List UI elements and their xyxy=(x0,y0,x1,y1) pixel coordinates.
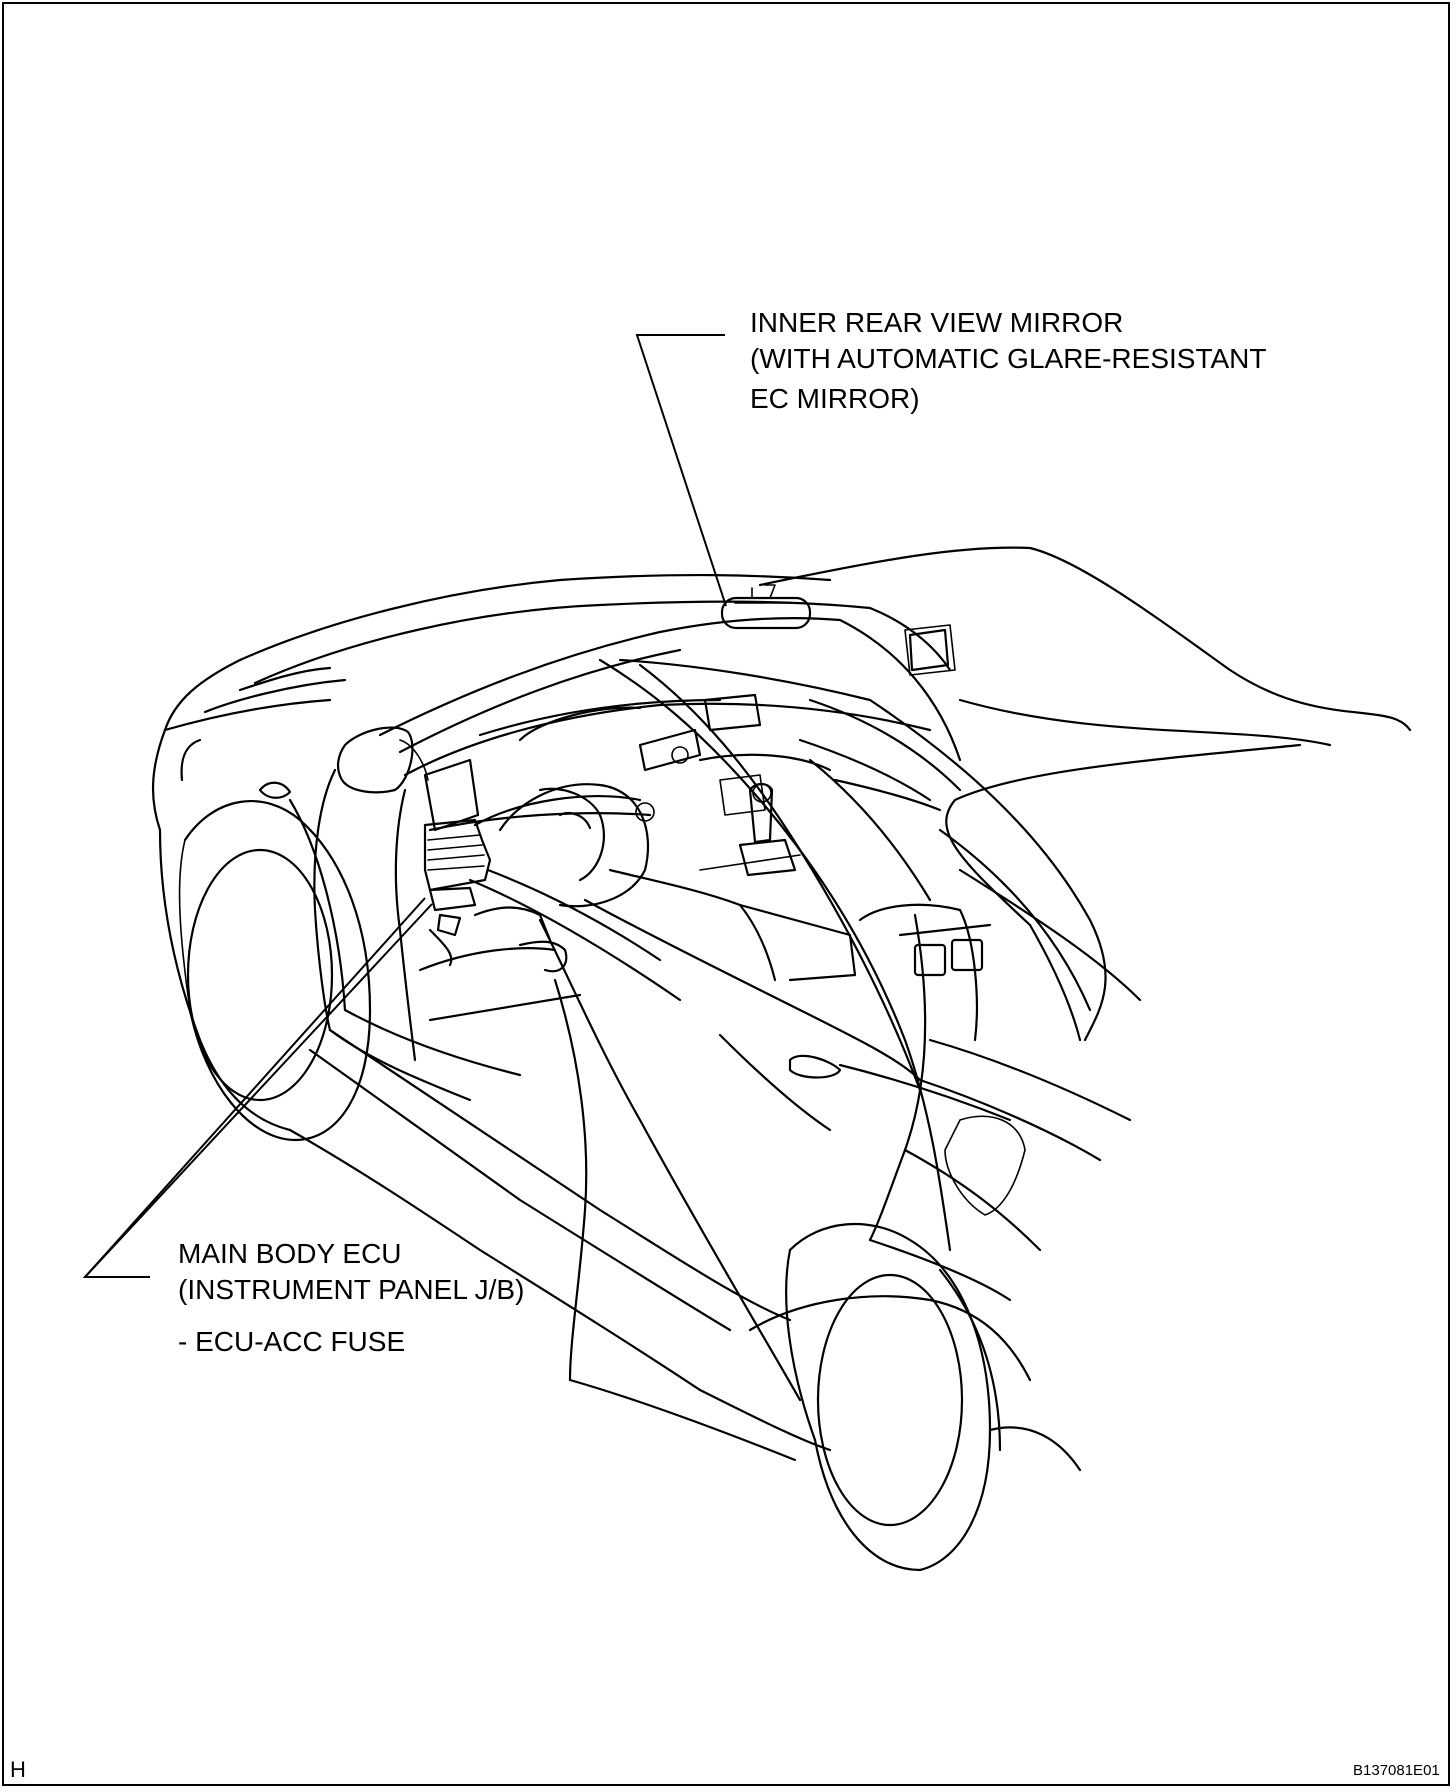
ecu-callout-line-2: (INSTRUMENT PANEL J/B) xyxy=(178,1274,525,1305)
rear-wheel xyxy=(785,1222,1082,1572)
windshield-frame xyxy=(378,616,1107,1252)
side-mirror xyxy=(336,726,429,794)
mirror-callout-line-3: EC MIRROR) xyxy=(750,383,920,414)
steering-wheel xyxy=(468,787,682,1002)
dashboard xyxy=(403,628,950,982)
mirror-callout-line-1: INNER REAR VIEW MIRROR xyxy=(750,307,1124,338)
ecu-leader-line xyxy=(82,897,433,1278)
gear-shifter xyxy=(699,782,801,877)
rear-body xyxy=(838,828,1142,1302)
ecu-callout-line-1: MAIN BODY ECU xyxy=(178,1238,402,1269)
roof-outline xyxy=(238,546,1412,927)
cabin-lines xyxy=(478,606,962,792)
corner-letter: H xyxy=(10,1757,26,1782)
mirror-leader-line xyxy=(635,334,727,607)
front-wheel xyxy=(178,798,372,1142)
hood-and-front xyxy=(151,658,347,1132)
ecu-callout: MAIN BODY ECU (INSTRUMENT PANEL J/B) xyxy=(178,1236,524,1308)
mirror-callout-line-2: (WITH AUTOMATIC GLARE-RESISTANT xyxy=(750,343,1267,374)
center-console xyxy=(858,903,992,1042)
rear-view-mirror xyxy=(720,584,812,630)
body-side xyxy=(288,1028,1042,1452)
front-door xyxy=(313,768,927,1462)
mirror-callout: INNER REAR VIEW MIRROR (WITH AUTOMATIC G… xyxy=(750,305,1266,417)
figure-code: B137081E01 xyxy=(1353,1762,1440,1779)
ecu-fuse-note: - ECU-ACC FUSE xyxy=(178,1326,406,1357)
